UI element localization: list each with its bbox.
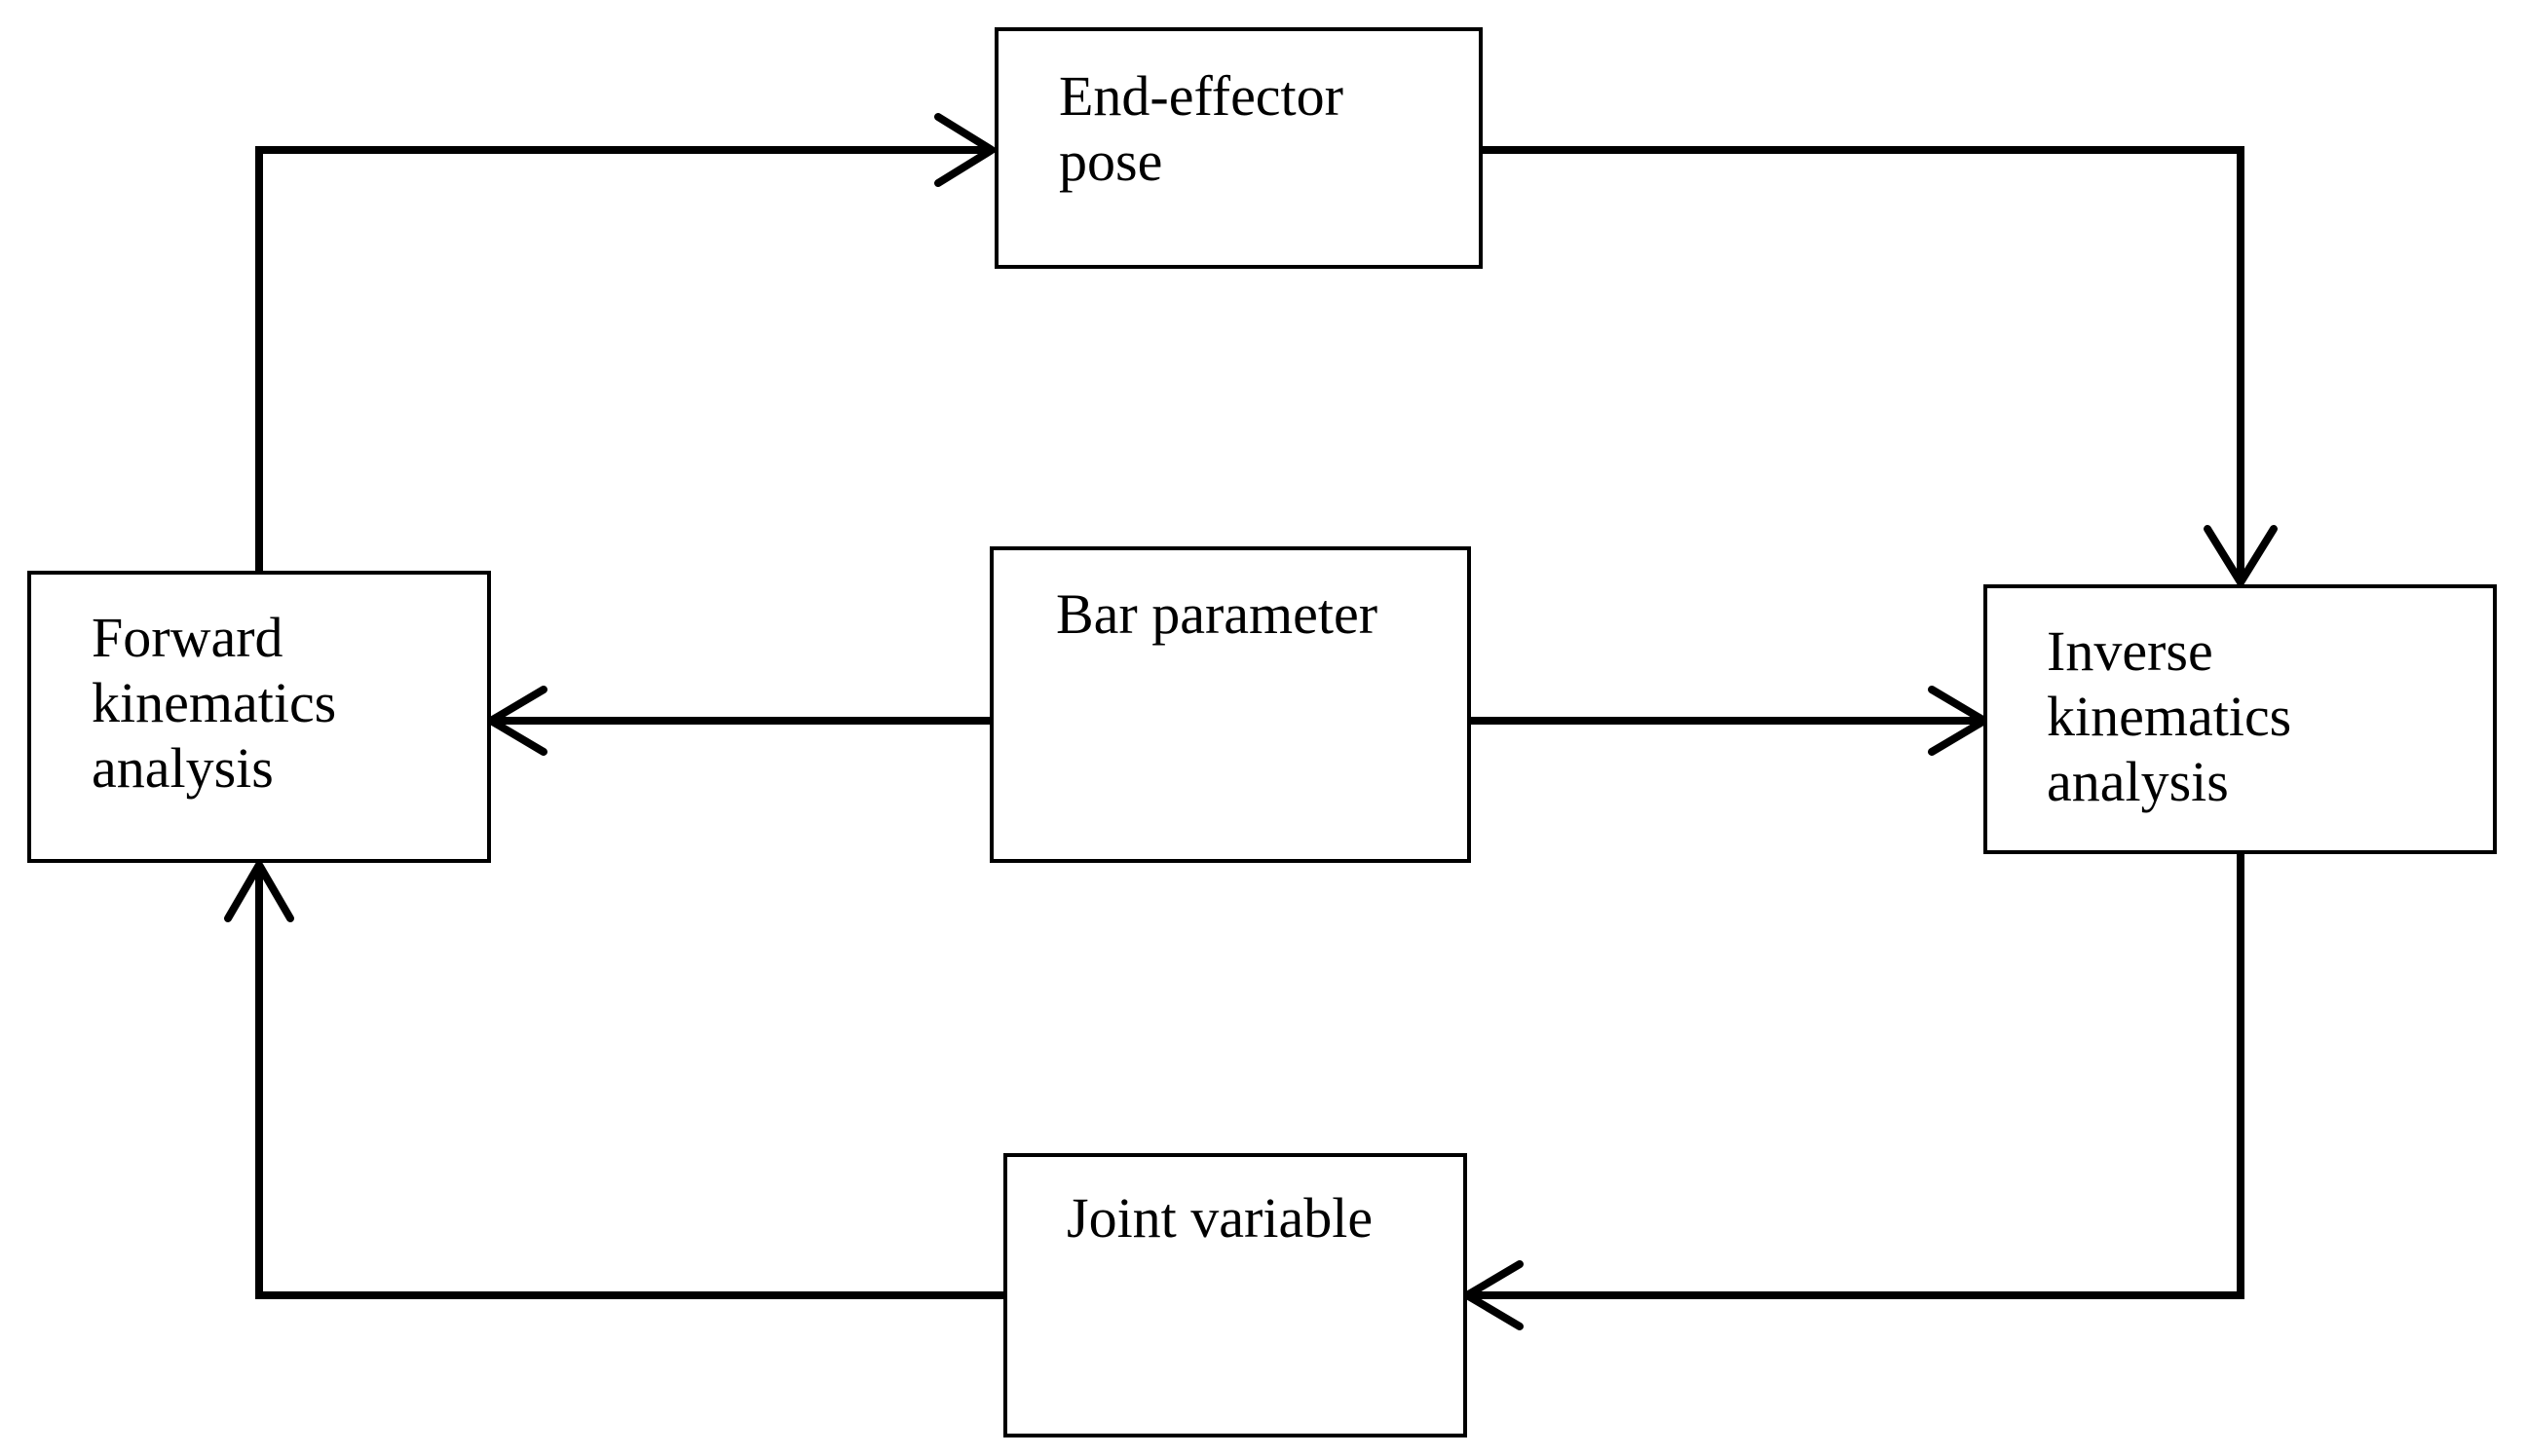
node-bar-parameter: Bar parameter: [990, 546, 1471, 863]
svg-text:Bar parameter: Bar parameter: [1056, 582, 1377, 646]
bar-parameter-label: Bar parameter: [1056, 582, 1377, 646]
svg-text:Joint variable: Joint variable: [1067, 1186, 1373, 1250]
end-effector-pose-label-line1: End-effector: [1059, 64, 1343, 128]
arrowhead-forward-input-bottom: [224, 861, 294, 922]
edge-end-effector-to-inverse: [1481, 146, 2244, 582]
svg-text:End-effector pose: End-effector pose: [1059, 64, 1357, 193]
node-inverse-kinematics: Inverse kinematics analysis: [1983, 584, 2497, 854]
edge-joint-to-forward: [255, 865, 1005, 1299]
forward-kinematics-label-line3: analysis: [92, 736, 274, 800]
joint-variable-box: [1003, 1153, 1467, 1437]
forward-kinematics-label-line2: kinematics: [92, 671, 336, 734]
joint-variable-label: Joint variable: [1067, 1186, 1373, 1250]
svg-text:Inverse kinematics: Inverse kinematics analysis: [2047, 619, 2306, 813]
arrowhead-end-effector-input: [934, 113, 996, 187]
end-effector-pose-box: [995, 27, 1483, 269]
inverse-kinematics-box: [1983, 584, 2497, 854]
arrowhead-inverse-input-top: [2204, 525, 2278, 586]
bar-parameter-box: [990, 546, 1471, 863]
edge-inverse-to-joint: [1467, 853, 2244, 1299]
forward-kinematics-label-line1: Forward: [92, 606, 283, 669]
inverse-kinematics-label-line2: kinematics: [2047, 685, 2291, 748]
connectors: [224, 113, 2278, 1330]
inverse-kinematics-label-line1: Inverse: [2047, 619, 2213, 683]
forward-kinematics-box: [27, 571, 491, 863]
node-forward-kinematics: Forward kinematics analysis: [27, 571, 491, 863]
svg-text:Forward kinematics: Forward kinematics analysis: [92, 606, 351, 800]
inverse-kinematics-label-line3: analysis: [2047, 750, 2229, 813]
node-end-effector-pose: End-effector pose: [995, 27, 1483, 269]
node-joint-variable: Joint variable: [1003, 1153, 1467, 1437]
end-effector-pose-label-line2: pose: [1059, 130, 1162, 193]
edge-forward-to-end-effector: [255, 146, 992, 573]
